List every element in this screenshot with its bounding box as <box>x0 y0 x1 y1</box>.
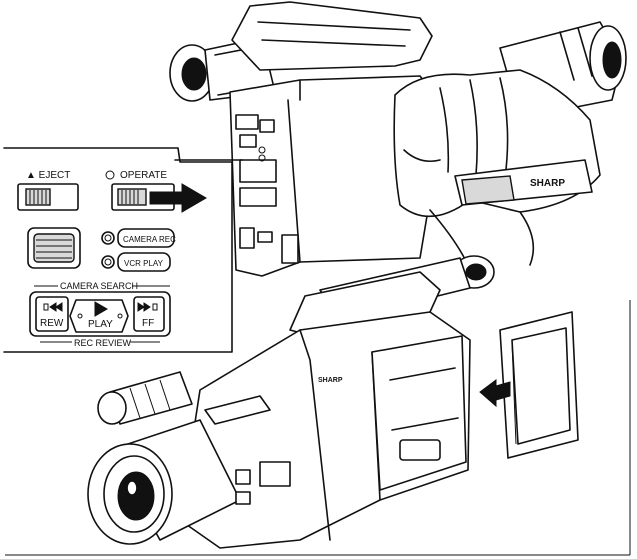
ff-label: FF <box>142 318 154 329</box>
operate-label: OPERATE <box>120 170 167 181</box>
bottom-side-button-1[interactable] <box>235 469 251 485</box>
camera-rec-badge <box>117 228 175 248</box>
top-side-controls <box>235 114 299 264</box>
play-button[interactable]: PLAY <box>69 299 129 333</box>
ff-button[interactable]: FF <box>133 296 165 332</box>
top-handle <box>231 1 433 71</box>
camera-rec-lamp <box>101 231 115 245</box>
rec-review-label: REC REVIEW <box>74 338 132 348</box>
operate-indicator <box>105 170 115 180</box>
mode-button[interactable] <box>27 227 81 269</box>
vcr-play-label: VCR PLAY <box>124 259 164 268</box>
bottom-side-button-2[interactable] <box>235 491 251 505</box>
grip-strap: SHARP <box>454 159 593 206</box>
play-label: PLAY <box>88 319 113 330</box>
door-latch[interactable] <box>399 439 441 461</box>
rew-button[interactable]: REW <box>35 296 69 332</box>
vcr-play-lamp <box>101 255 115 269</box>
rew-label: REW <box>40 318 64 329</box>
top-body <box>229 75 446 277</box>
camera-rec-label: CAMERA REC <box>123 235 176 244</box>
eject-switch[interactable] <box>17 183 79 211</box>
body-brand-label: SHARP <box>318 377 343 384</box>
control-panel-inset: ▲ EJECT OPERATE CAMERA REC V <box>3 147 233 353</box>
strap-brand-label: SHARP <box>530 178 565 189</box>
battery-pack <box>499 311 579 459</box>
vcr-play-badge <box>117 252 171 272</box>
bottom-camcorder: SHARP <box>87 255 495 549</box>
microphone <box>97 371 193 425</box>
cassette-door <box>371 335 467 491</box>
operate-arrow-icon <box>149 183 207 213</box>
top-camcorder: SHARP <box>169 1 627 277</box>
eject-label: ▲ EJECT <box>26 170 70 181</box>
battery-insert-arrow-icon <box>479 379 511 408</box>
bottom-side-panel <box>259 461 291 487</box>
camera-search-label: CAMERA SEARCH <box>60 281 138 291</box>
bottom-lens <box>87 419 241 545</box>
